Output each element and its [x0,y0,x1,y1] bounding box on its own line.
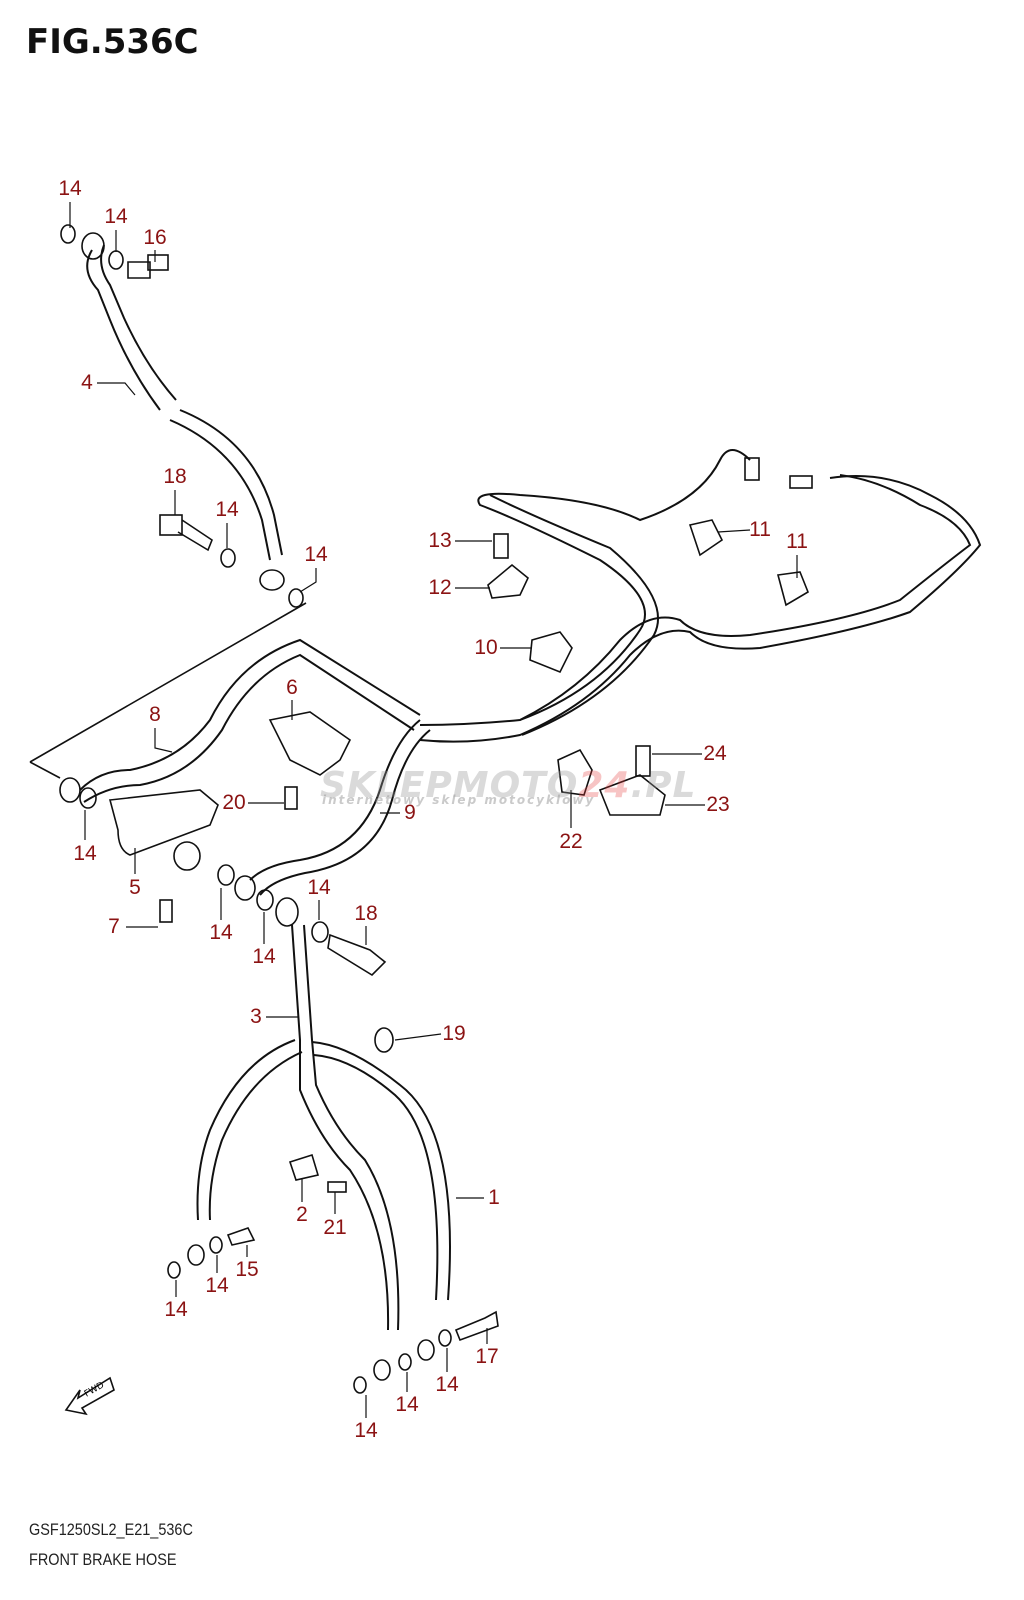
callout-14: 14 [58,177,82,200]
callout-5: 5 [129,876,141,899]
callout-2: 2 [296,1203,308,1226]
callout-1: 1 [488,1186,500,1209]
model-code: GSF1250SL2_E21_536C [29,1520,193,1539]
hose-9 [234,719,431,901]
hose-3 [187,924,451,1381]
callout-20: 20 [222,791,246,814]
callout-10: 10 [474,636,498,659]
callout-14: 14 [205,1274,229,1297]
callout-24: 24 [703,742,727,765]
callout-7: 7 [108,915,120,938]
callout-14: 14 [215,498,239,521]
hose-8 [59,638,421,809]
callout-3: 3 [250,1005,262,1028]
figure-title: FIG.536C [26,22,199,62]
callout-11: 11 [749,518,771,541]
callout-11: 11 [786,530,808,553]
parts-22-24 [557,745,666,816]
part-5 [108,789,219,923]
callout-19: 19 [442,1022,466,1045]
callout-23: 23 [706,793,730,816]
callout-14: 14 [104,205,128,228]
callout-17: 17 [475,1345,499,1368]
callout-14: 14 [307,876,331,899]
callout-14: 14 [435,1373,459,1396]
callout-14: 14 [164,1298,188,1321]
callout-18: 18 [354,902,378,925]
callout-13: 13 [428,529,452,552]
washers-top [60,224,304,608]
callout-14: 14 [354,1419,378,1442]
callout-14: 14 [252,945,276,968]
lower-washers-bolts [167,1153,499,1394]
watermark-tagline: internetowy sklep motocyklowy [322,793,596,807]
callout-14: 14 [209,921,233,944]
leader-lines [69,202,798,1418]
part-6 [268,711,352,810]
brake-pipe [419,449,982,743]
callout-15: 15 [235,1258,259,1281]
washers-middle [217,864,387,977]
parts-10-13 [487,519,809,674]
hose-4 [81,232,285,591]
watermark-logo: SKLEPMOTO24.PL [320,765,697,806]
callout-21: 21 [323,1216,347,1239]
callout-4: 4 [81,371,93,394]
figure-caption: FRONT BRAKE HOSE [29,1550,177,1569]
fwd-arrow-icon [64,1376,115,1416]
bolt-16 [127,254,169,279]
callout-14: 14 [73,842,97,865]
bolt-18-top [159,514,213,552]
callout-8: 8 [149,703,161,726]
callout-6: 6 [286,676,298,699]
callout-18: 18 [163,465,187,488]
callout-16: 16 [143,226,167,249]
callout-22: 22 [559,830,583,853]
callout-9: 9 [404,801,416,824]
callout-14: 14 [304,543,328,566]
callout-14: 14 [395,1393,419,1416]
callout-12: 12 [428,576,452,599]
